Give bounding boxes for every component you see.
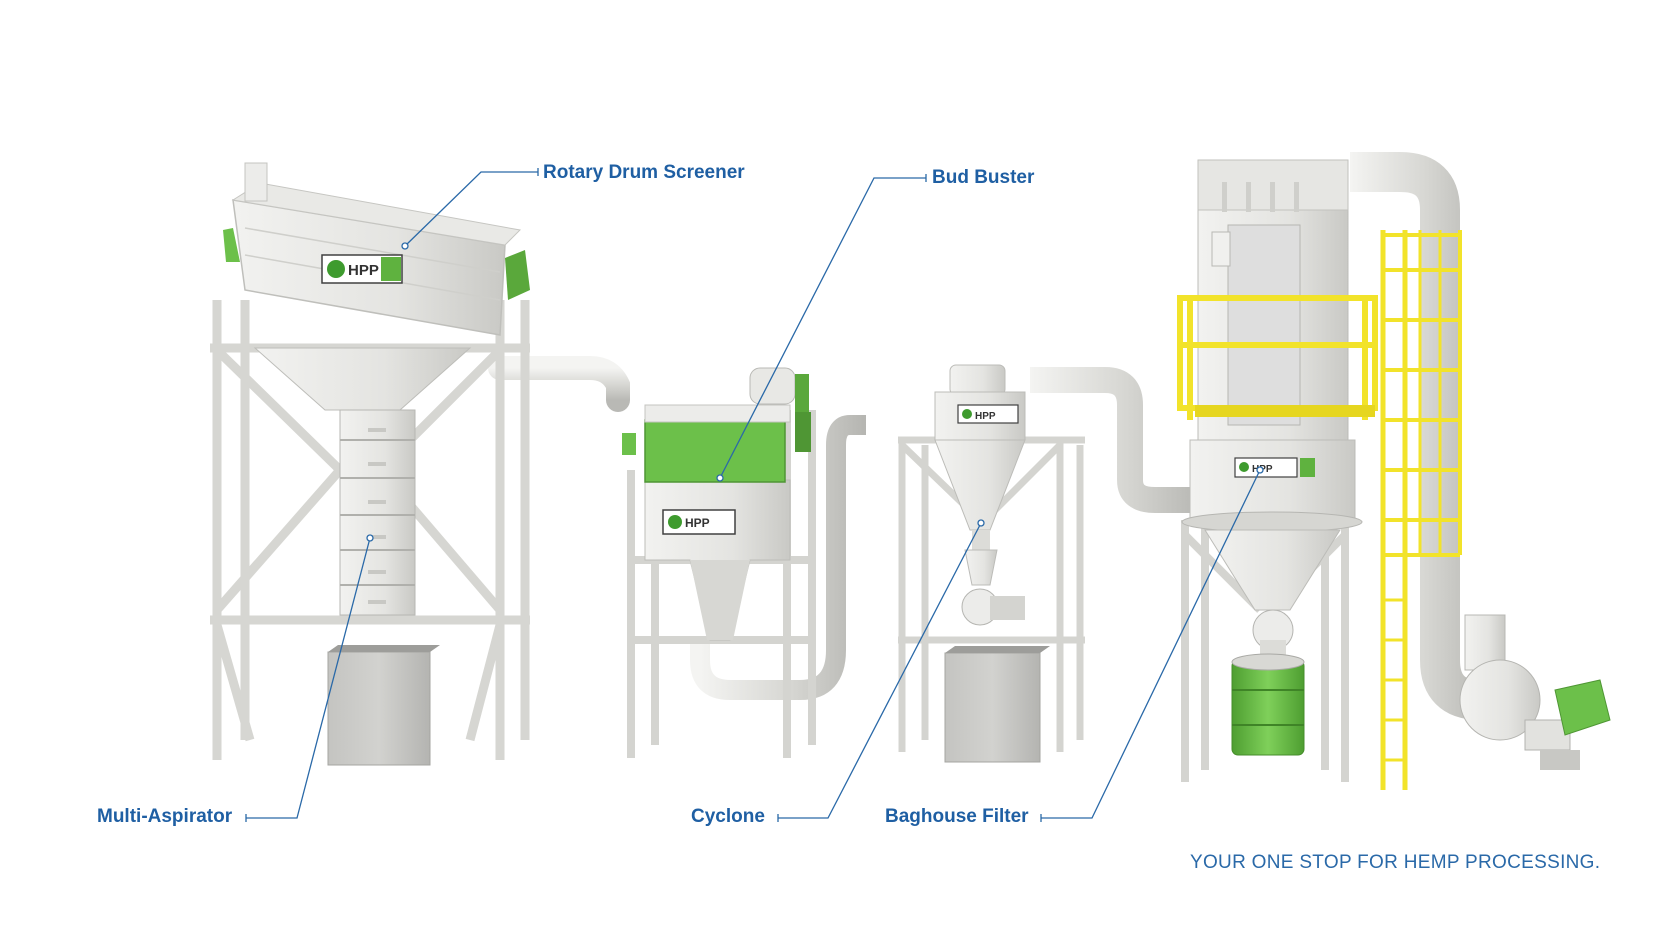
callout-leaders bbox=[245, 168, 1261, 822]
hpp-logo-text: HPP bbox=[685, 516, 710, 530]
hpp-logo-icon: HPP bbox=[1234, 457, 1315, 478]
label-cyclone: Cyclone bbox=[691, 806, 765, 827]
exhaust-fan-unit bbox=[1459, 614, 1611, 770]
ladder-cage bbox=[1380, 230, 1462, 790]
leader-multi-aspirator bbox=[246, 537, 371, 819]
hpp-logo-text: HPP bbox=[975, 411, 996, 422]
leader-baghouse-filter bbox=[1041, 469, 1261, 819]
baghouse-filter-unit: HPP bbox=[1177, 159, 1378, 782]
callout-dot-icon bbox=[977, 519, 985, 527]
tagline: YOUR ONE STOP FOR HEMP PROCESSING. bbox=[1190, 852, 1601, 873]
callout-dot-icon bbox=[401, 242, 409, 250]
label-multi-aspirator: Multi-Aspirator bbox=[97, 806, 233, 827]
hpp-logo-icon: HPP bbox=[957, 404, 1019, 424]
hpp-logo-text: HPP bbox=[348, 262, 379, 279]
cyclone-unit: HPP bbox=[898, 364, 1085, 763]
callout-dot-icon bbox=[1256, 466, 1264, 474]
rotary-drum-screener-unit: HPP bbox=[210, 162, 530, 766]
callout-dot-icon bbox=[716, 474, 724, 482]
leader-bud-buster bbox=[719, 177, 926, 479]
label-rotary-drum-screener: Rotary Drum Screener bbox=[543, 162, 745, 183]
hpp-logo-icon: HPP bbox=[662, 509, 736, 535]
leader-cyclone bbox=[778, 522, 982, 819]
label-baghouse-filter: Baghouse Filter bbox=[885, 806, 1029, 827]
bud-buster-unit: HPP bbox=[622, 367, 816, 758]
callout-dot-icon bbox=[366, 534, 374, 542]
leader-rotary-drum-screener bbox=[404, 171, 538, 247]
hpp-logo-icon: HPP bbox=[321, 254, 403, 284]
label-bud-buster: Bud Buster bbox=[932, 167, 1035, 188]
